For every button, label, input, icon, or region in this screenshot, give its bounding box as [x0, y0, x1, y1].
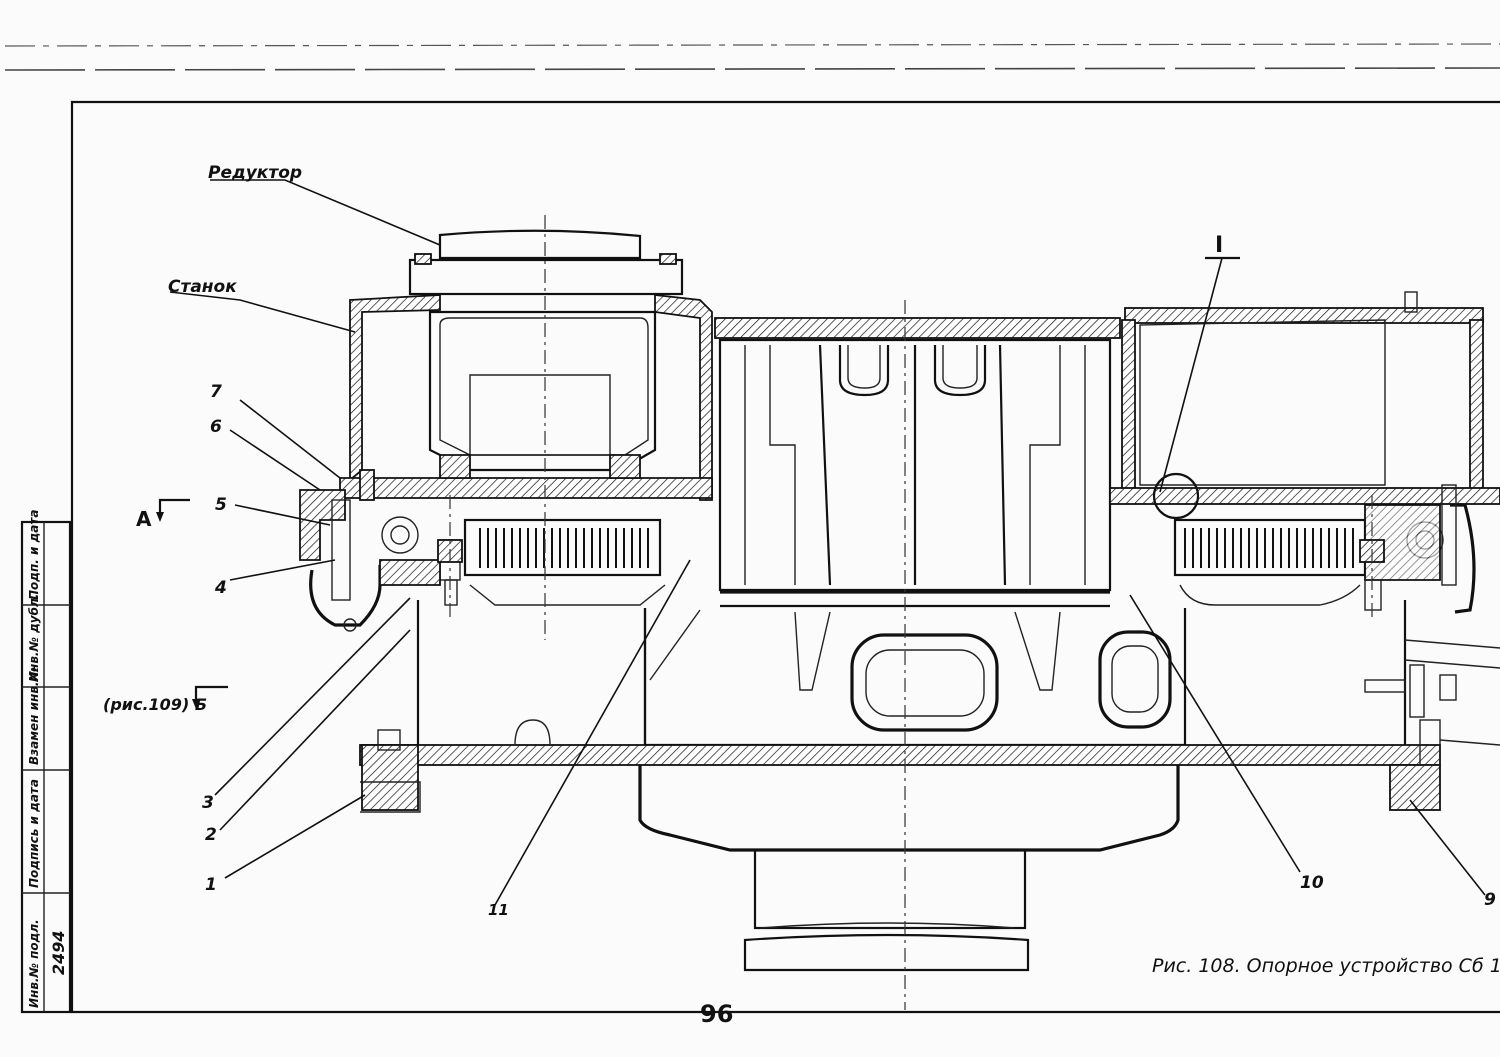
label-section-b: (рис.109) Б [103, 695, 207, 714]
stamp-cell-podp-data: Подп. и дата [27, 510, 41, 600]
stamp-cell-inv-dubl: Инв.№ дубл. [27, 594, 41, 682]
callout-6: 6 [210, 417, 222, 437]
label-section-a: А [136, 507, 152, 531]
central-column [359, 317, 1441, 972]
leader-lines [156, 179, 1486, 906]
callout-3: 3 [202, 793, 214, 813]
label-detail-i: I [1215, 233, 1223, 258]
label-reductor: Редуктор [208, 163, 302, 183]
callout-7: 7 [210, 382, 222, 402]
centerlines [449, 215, 1373, 1010]
stamp-cell-vzamen: Взамен инв.№ [27, 667, 41, 765]
stamp-column: Подп. и дата Инв.№ дубл. Взамен инв.№ По… [20, 510, 72, 1014]
right-lower [1364, 600, 1500, 811]
stamp-cell-podpis-data: Подпись и дата [27, 779, 41, 888]
stamp-inventory-value: 2494 [49, 930, 68, 975]
detail-i-circle [1152, 472, 1200, 520]
callout-4: 4 [214, 578, 227, 598]
callout-2: 2 [205, 825, 217, 845]
callout-1: 1 [205, 875, 217, 895]
callout-5: 5 [215, 495, 227, 515]
left-frame-legs [360, 600, 701, 813]
callout-10: 10 [1300, 873, 1324, 893]
reductor-housing [339, 229, 713, 606]
drawing-frame [70, 100, 1500, 1014]
left-support [299, 489, 463, 632]
figure-caption: Рис. 108. Опорное устройство Сб 17Я. [1152, 955, 1500, 977]
callout-9: 9 [1484, 890, 1496, 910]
stamp-cell-inv-podl: Инв.№ подл. [27, 919, 41, 1008]
callout-11: 11 [488, 901, 509, 919]
label-stanok: Станок [168, 277, 237, 297]
page-number: 96 [700, 1000, 733, 1028]
top-edge-marks [4, 43, 1500, 71]
right-housing [1109, 291, 1500, 614]
ring-gear-left [463, 518, 666, 606]
